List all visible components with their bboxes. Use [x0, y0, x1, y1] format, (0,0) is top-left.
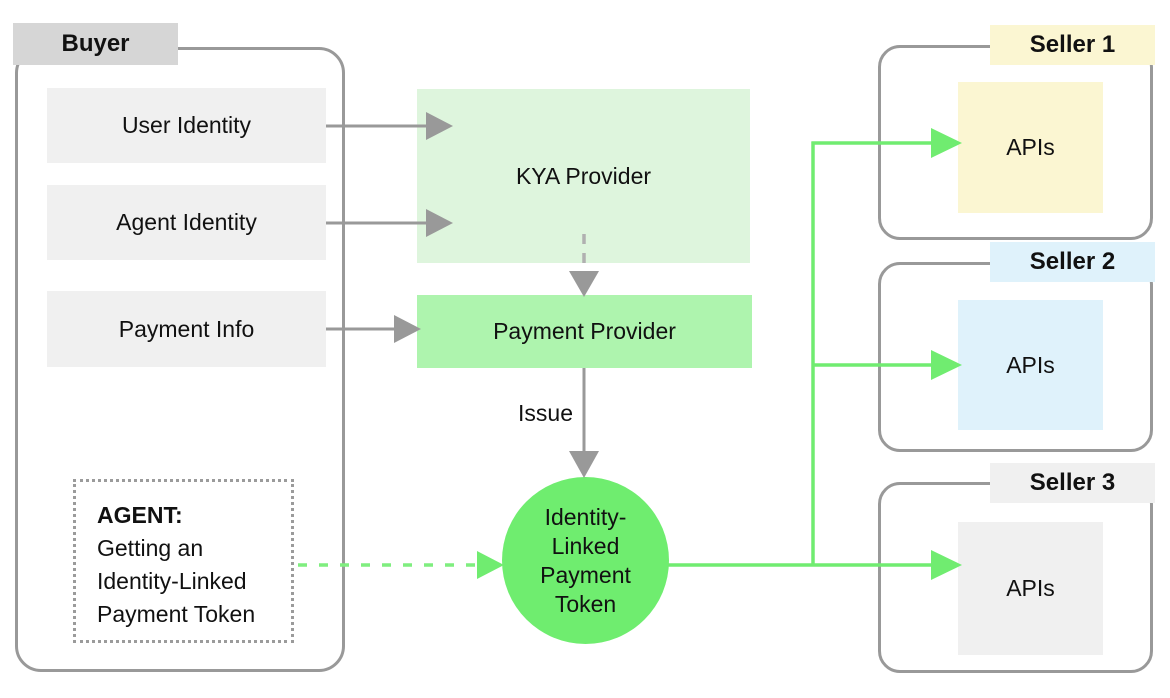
identity-token-circle: Identity- Linked Payment Token: [502, 477, 669, 644]
arrow-payment-provider-to-token: [569, 368, 599, 478]
token-line: Payment: [540, 561, 631, 588]
agent-note-line: Identity-Linked: [97, 568, 247, 594]
agent-note-line: Getting an: [97, 535, 204, 561]
agent-note-title: AGENT:: [97, 502, 183, 528]
agent-identity-box: Agent Identity: [47, 185, 326, 260]
agent-note-box: AGENT: Getting an Identity-Linked Paymen…: [73, 479, 294, 643]
token-line: Linked: [551, 532, 620, 559]
issue-label: Issue: [518, 400, 573, 426]
agent-note-line: Payment Token: [97, 601, 256, 627]
seller-3-label: Seller 3: [990, 463, 1155, 503]
seller-2-label: Seller 2: [990, 242, 1155, 282]
token-line: Token: [554, 590, 617, 617]
payment-info-box: Payment Info: [47, 291, 326, 367]
user-identity-box: User Identity: [47, 88, 326, 163]
buyer-panel: [15, 47, 345, 672]
token-line: Identity-: [544, 503, 627, 530]
buyer-label: Buyer: [13, 23, 178, 65]
kya-provider-box: KYA Provider: [417, 89, 750, 263]
payment-provider-box: Payment Provider: [417, 295, 752, 368]
seller-1-apis-box: APIs: [958, 82, 1103, 213]
seller-1-label: Seller 1: [990, 25, 1155, 65]
seller-2-apis-box: APIs: [958, 300, 1103, 430]
seller-3-apis-box: APIs: [958, 522, 1103, 655]
